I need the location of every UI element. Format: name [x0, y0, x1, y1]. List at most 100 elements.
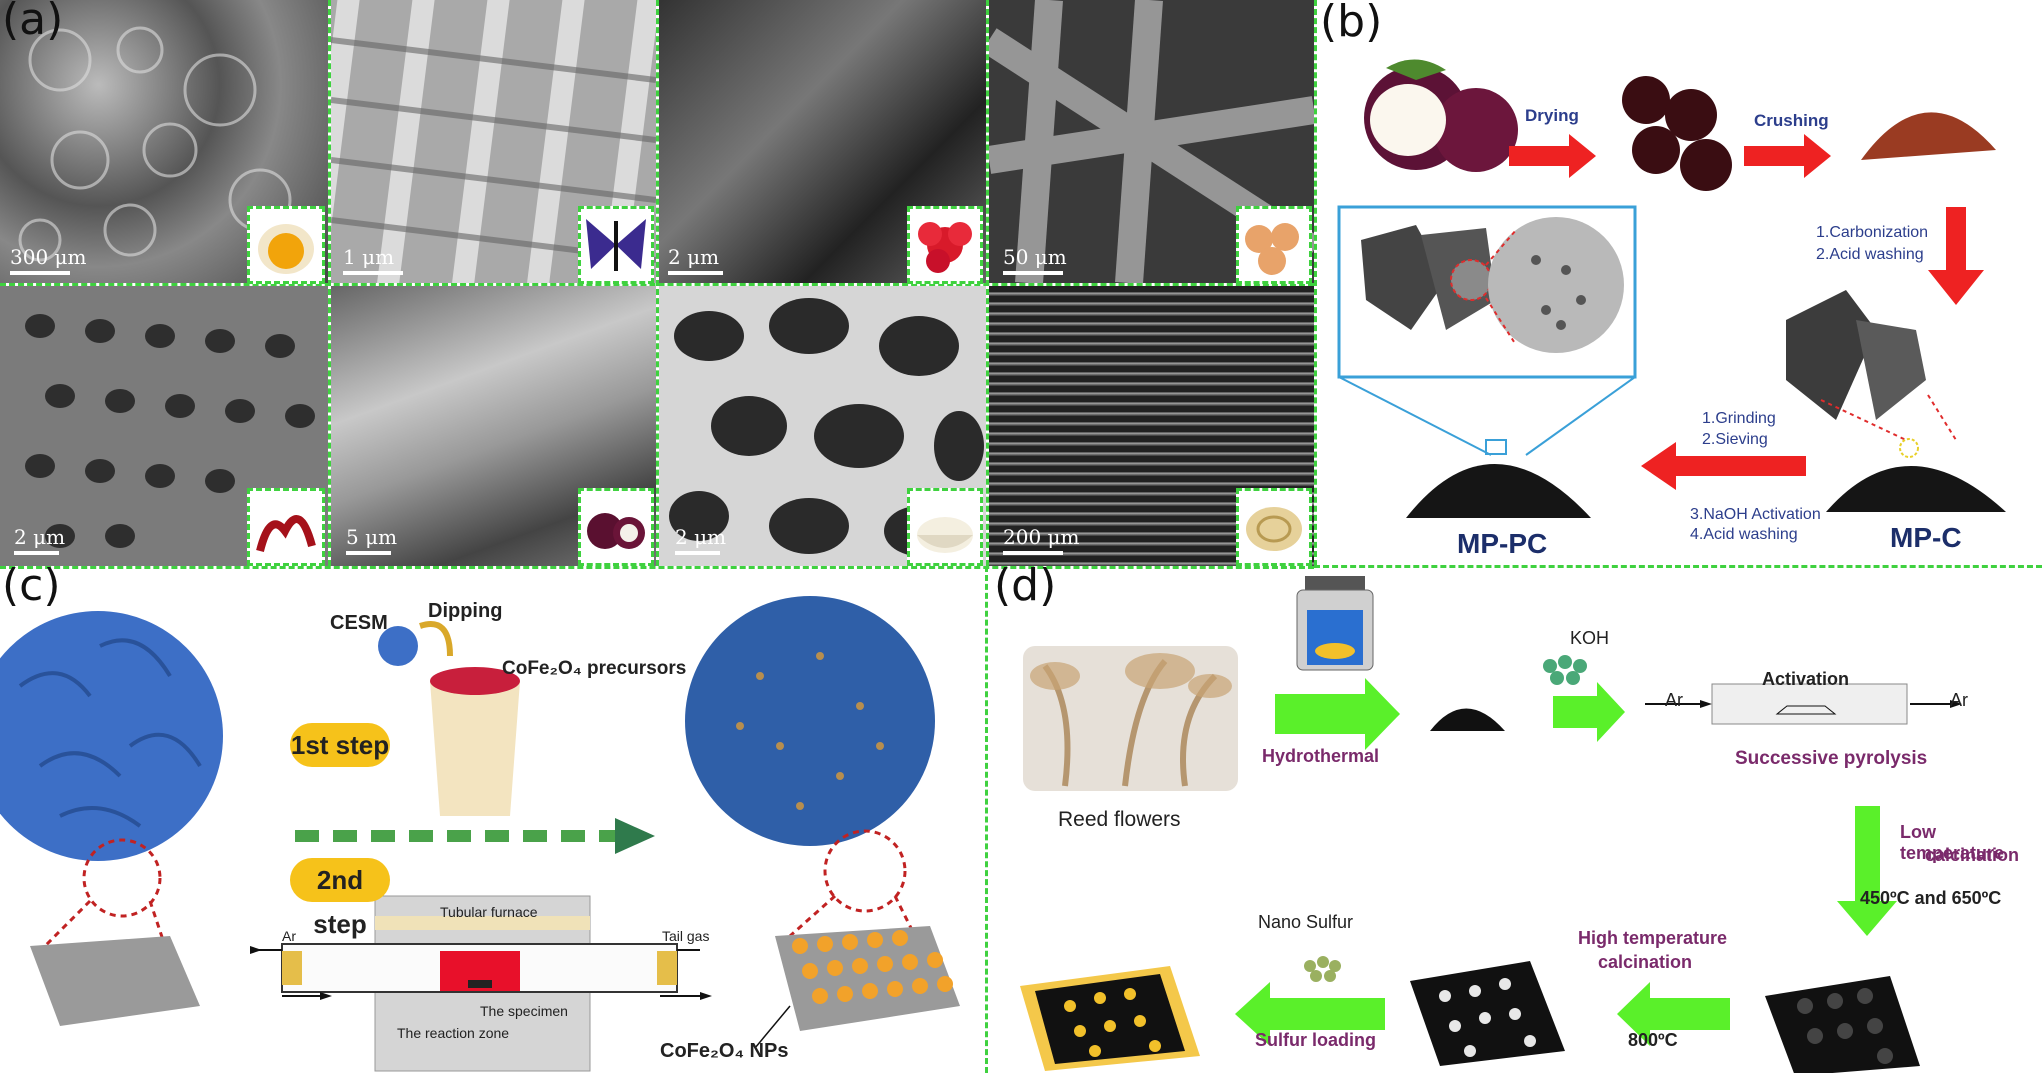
- divider: [656, 0, 659, 566]
- pore-zoom-icon: [1488, 217, 1624, 353]
- drying-arrow: [1509, 134, 1596, 178]
- scale-bar: 300 μm: [10, 245, 87, 275]
- low-temp-values: 450ºC and 650ºC: [1860, 888, 2002, 908]
- coral-inset: [247, 488, 325, 566]
- activation-label: Activation: [1762, 669, 1850, 689]
- coral-icon: [256, 515, 316, 553]
- hydrothermal-arrow: [1275, 678, 1400, 750]
- cofe2o4-cesm-sphere-icon: [685, 596, 935, 846]
- furnace-label: Tubular furnace: [440, 904, 538, 920]
- scale-bar: 2 μm: [14, 525, 66, 555]
- ar-in-label: Ar: [1665, 690, 1683, 710]
- divider: [985, 566, 988, 1073]
- koh-balls-icon: [1543, 655, 1587, 685]
- second-step-badge: 2nd step: [290, 858, 390, 939]
- scale-bar-label: 200 μm: [1003, 525, 1080, 549]
- panel-label-a: (a): [2, 0, 64, 45]
- low-temp-label-1: Low temperature: [1900, 822, 2005, 863]
- sulfur-carbon-icon: [1035, 974, 1185, 1064]
- wood-slice-icon: [1246, 507, 1302, 551]
- high-temp-arrow: [1617, 982, 1730, 1046]
- cesm-surface-icon: [30, 936, 200, 1026]
- scale-bar-label: 2 μm: [14, 525, 66, 549]
- high-temp-label-1: High temperature: [1578, 928, 1728, 948]
- naoh-activation-label: 3.NaOH Activation: [1690, 506, 1821, 523]
- mangosteen-icon: [587, 513, 645, 549]
- scale-bar-label: 2 μm: [675, 525, 727, 549]
- carbonization-label: 1.Carbonization: [1816, 224, 1929, 241]
- mp-c-label: MP-C: [1890, 522, 1962, 553]
- divider: [1314, 0, 1317, 566]
- drying-label: Drying: [1525, 106, 1579, 125]
- sem-texture: [18, 26, 292, 262]
- autoclave-icon: [1305, 576, 1365, 590]
- nps-label: CoFe₂O₄ NPs: [660, 1040, 789, 1062]
- crushing-arrow: [1744, 134, 1831, 178]
- high-temp-value: 800ºC: [1628, 1030, 1678, 1050]
- acid-washing-label: 2.Acid washing: [1816, 246, 1924, 263]
- grinding-label: 1.Grinding: [1702, 410, 1776, 427]
- cesm-small-icon: [378, 626, 418, 666]
- koh-label: KOH: [1570, 628, 1610, 648]
- hydrothermal-label: Hydrothermal: [1262, 746, 1380, 766]
- hydrochar-icon: [1430, 708, 1505, 731]
- low-temp-label-2: calcination: [1925, 845, 2020, 865]
- mp-c-pile-icon: [1826, 466, 2006, 512]
- mangosteen-inset: [578, 488, 654, 566]
- mp-c-particle-icon: [1786, 290, 1926, 420]
- pyrolysis-label: Successive pyrolysis: [1735, 748, 1928, 769]
- scale-bar: 1 μm: [343, 245, 403, 275]
- crucible-icon: [430, 681, 520, 816]
- divider: [986, 0, 989, 566]
- crushed-powder-icon: [1861, 112, 1996, 160]
- eggshell-inset: [247, 206, 325, 284]
- flour-bowl-icon: [917, 517, 973, 553]
- cofe2o4-process-diagram: [0, 596, 960, 1072]
- scale-bar-label: 300 μm: [10, 245, 87, 269]
- reed-flowers-label: Reed flowers: [1058, 808, 1181, 831]
- sulfur-cathode-process-diagram: [1020, 576, 1962, 1073]
- crushing-label: Crushing: [1754, 111, 1829, 130]
- reaction-zone-label: The reaction zone: [397, 1025, 510, 1041]
- butterfly-inset: [578, 206, 654, 284]
- mp-pc-label: MP-PC: [1457, 528, 1548, 559]
- ar-label: Ar: [282, 928, 296, 944]
- scale-bar: 5 μm: [346, 525, 397, 555]
- process-arrow: [615, 818, 655, 854]
- sem-image-eggshell: [0, 0, 328, 283]
- sem-texture: [25, 314, 315, 548]
- flower-icon: [918, 222, 972, 273]
- sieving-label: 2.Sieving: [1702, 431, 1768, 448]
- activation-arrow: [1641, 442, 1806, 490]
- scale-bar: 200 μm: [1003, 525, 1080, 555]
- panel-label-c: (c): [2, 560, 61, 611]
- dried-fruit-icon: [1622, 76, 1732, 191]
- sulfur-loading-label: Sulfur loading: [1255, 1030, 1376, 1050]
- carbonization-arrow: [1928, 207, 1984, 305]
- acid-washing-label-2: 4.Acid washing: [1690, 526, 1798, 543]
- mp-pc-pile-icon: [1406, 464, 1591, 518]
- nano-sulfur-label: Nano Sulfur: [1258, 912, 1354, 932]
- koh-arrow: [1553, 682, 1625, 742]
- mangosteen-process-diagram: [1337, 59, 2006, 518]
- scale-bar: 2 μm: [668, 245, 723, 275]
- high-temp-label-2: calcination: [1598, 952, 1693, 972]
- cesm-sphere-icon: [0, 611, 223, 861]
- scale-bar-label: 1 μm: [343, 245, 395, 269]
- tube-furnace-icon: [1711, 683, 1908, 725]
- scale-bar: 50 μm: [1003, 245, 1067, 275]
- wood-inset: [1236, 488, 1312, 566]
- dipping-arrow-icon: [419, 621, 453, 657]
- specimen-label: The specimen: [480, 1003, 568, 1019]
- scale-bar-label: 50 μm: [1003, 245, 1067, 269]
- ar-out-label: Ar: [1950, 690, 1968, 710]
- nps-surface-icon: [775, 926, 960, 1031]
- cesm-label: CESM: [330, 612, 388, 634]
- butterfly-icon: [586, 219, 646, 271]
- panel-label-b: (b): [1320, 0, 1383, 47]
- sulfur-loading-arrow: [1235, 982, 1385, 1046]
- divider: [1314, 565, 2042, 568]
- cotton-balls-icon: [1245, 223, 1299, 275]
- sem-texture: [331, 0, 656, 283]
- precursor-label: CoFe₂O₄ precursors: [502, 658, 687, 679]
